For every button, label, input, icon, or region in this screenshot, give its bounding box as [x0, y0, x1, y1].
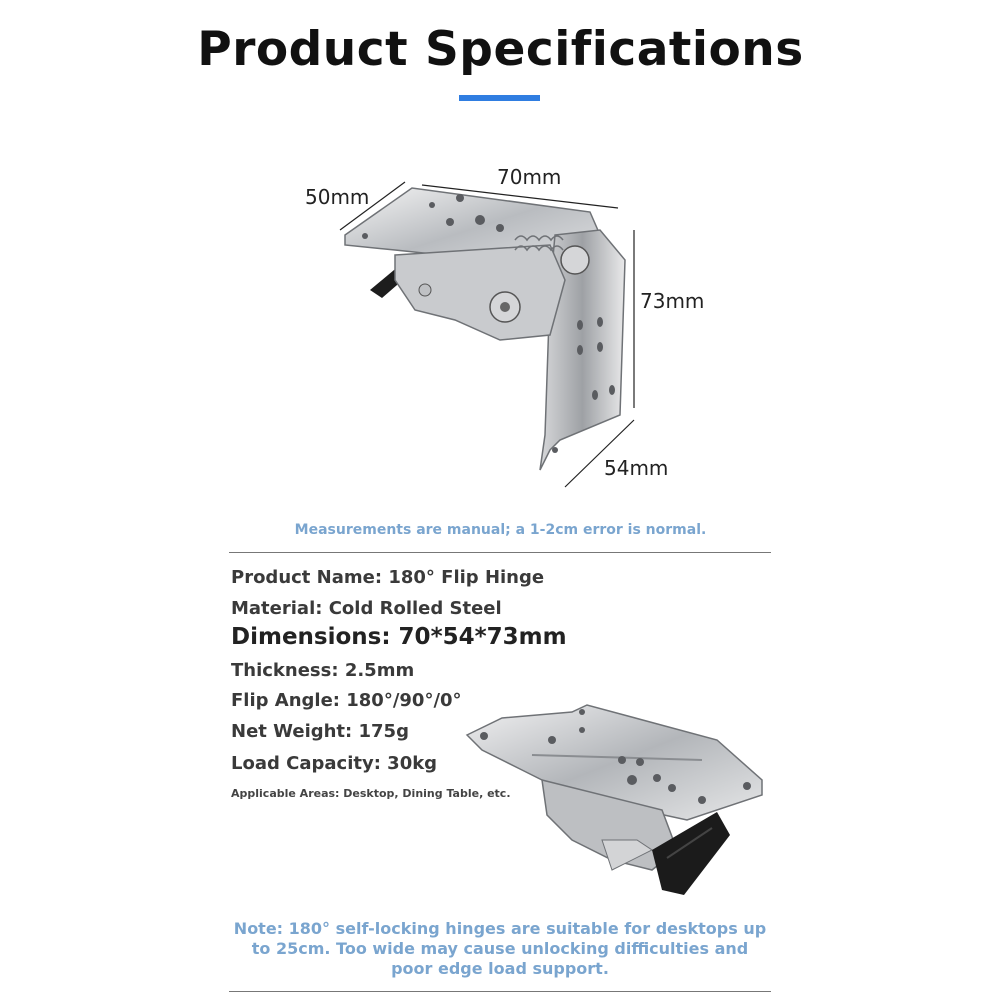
- spec-applicable-areas: Applicable Areas: Desktop, Dining Table,…: [231, 787, 511, 800]
- length-dimension-label: 70mm: [497, 165, 562, 189]
- spec-net-weight: Net Weight: 175g: [231, 721, 409, 742]
- divider: [229, 991, 771, 992]
- spec-load-capacity: Load Capacity: 30kg: [231, 753, 438, 774]
- footer-note-line-2: to 25cm. Too wide may cause unlocking di…: [251, 939, 749, 958]
- title-accent-bar: [459, 95, 540, 101]
- depth-dimension-label: 54mm: [604, 456, 669, 480]
- footer-note: Note: 180° self-locking hinges are suita…: [230, 919, 770, 979]
- measurement-note: Measurements are manual; a 1-2cm error i…: [294, 522, 707, 538]
- spec-product-name: Product Name: 180° Flip Hinge: [231, 567, 545, 588]
- page-title: Product Specifications: [197, 22, 804, 77]
- spec-dimensions: Dimensions: 70*54*73mm: [231, 624, 567, 650]
- height-dimension-label: 73mm: [640, 289, 705, 313]
- hinge-folded-image: [339, 181, 635, 488]
- spec-material: Material: Cold Rolled Steel: [231, 598, 502, 619]
- spec-flip-angle: Flip Angle: 180°/90°/0°: [231, 690, 462, 711]
- hinge-flat-image: [465, 704, 763, 895]
- width-dimension-label: 50mm: [305, 185, 370, 209]
- spec-thickness: Thickness: 2.5mm: [231, 660, 415, 681]
- footer-note-line-3: poor edge load support.: [391, 959, 609, 978]
- footer-note-line-1: Note: 180° self-locking hinges are suita…: [233, 919, 767, 938]
- divider: [229, 552, 771, 553]
